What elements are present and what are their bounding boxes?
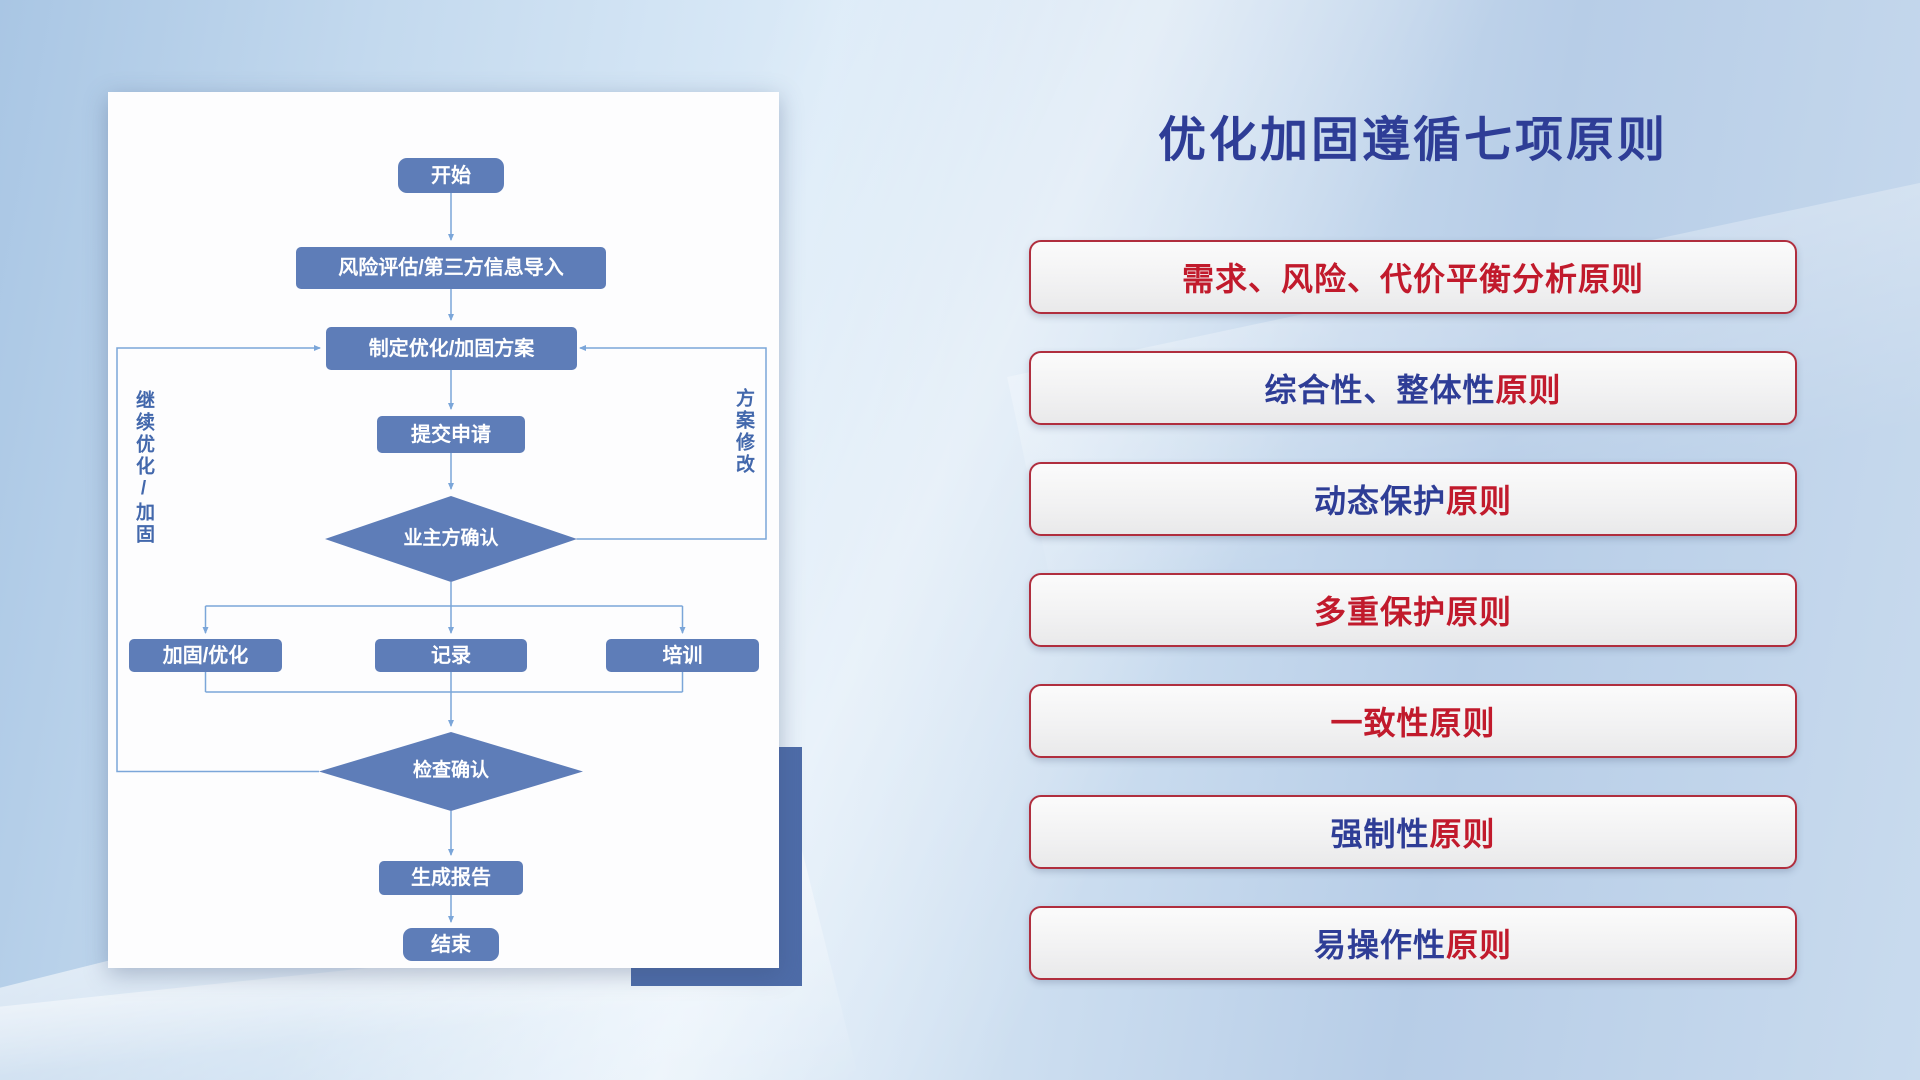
flow-node-reinforce: 加固/优化 (129, 639, 282, 672)
flowchart-connectors (116, 193, 767, 923)
principle-text-red: 需求、风险、代价平衡分析原则 (1181, 261, 1644, 297)
principle-text-red: 多重保护原则 (1313, 594, 1512, 630)
flowchart-panel: 开始 风险评估/第三方信息导入 制定优化/加固方案 提交申请 业主方确认 加固/… (108, 92, 779, 968)
flow-node-start: 开始 (398, 158, 504, 193)
flow-node-record: 记录 (375, 639, 527, 672)
principle-box: 动态保护原则 (1029, 462, 1797, 536)
flow-node-end: 结束 (403, 928, 499, 961)
principle-text-red: 原则 (1495, 372, 1562, 408)
flow-node-report: 生成报告 (379, 861, 523, 895)
principle-text-red: 原则 (1446, 927, 1513, 963)
flow-node-submit: 提交申请 (377, 416, 525, 453)
flow-node-make-plan: 制定优化/加固方案 (326, 327, 577, 370)
principle-text-blue: 动态保护 (1313, 483, 1446, 519)
principle-text-blue: 易操作性 (1313, 927, 1446, 963)
principle-box: 需求、风险、代价平衡分析原则 (1029, 240, 1797, 314)
principle-text-blue: 强制性 (1330, 816, 1430, 852)
principle-box: 多重保护原则 (1029, 573, 1797, 647)
principle-box: 强制性原则 (1029, 795, 1797, 869)
principle-box: 一致性原则 (1029, 684, 1797, 758)
principles-list: 需求、风险、代价平衡分析原则 综合性、整体性原则 动态保护原则 多重保护原则 一… (1029, 240, 1797, 980)
page-title: 优化加固遵循七项原则 (1157, 114, 1668, 167)
connector-lines (116, 193, 767, 923)
loop-label-continue: 继续优化/加固 (133, 390, 154, 546)
flow-node-risk-import: 风险评估/第三方信息导入 (296, 247, 606, 289)
principle-box: 综合性、整体性原则 (1029, 351, 1797, 425)
loop-label-plan-revision: 方案修改 (733, 388, 754, 476)
principle-text-red: 原则 (1429, 816, 1496, 852)
principle-text-red: 原则 (1446, 483, 1513, 519)
principle-text-blue: 综合性、整体性 (1264, 372, 1496, 408)
flow-node-training: 培训 (606, 639, 759, 672)
principle-text-red: 一致性原则 (1330, 705, 1496, 741)
principle-box: 易操作性原则 (1029, 906, 1797, 980)
